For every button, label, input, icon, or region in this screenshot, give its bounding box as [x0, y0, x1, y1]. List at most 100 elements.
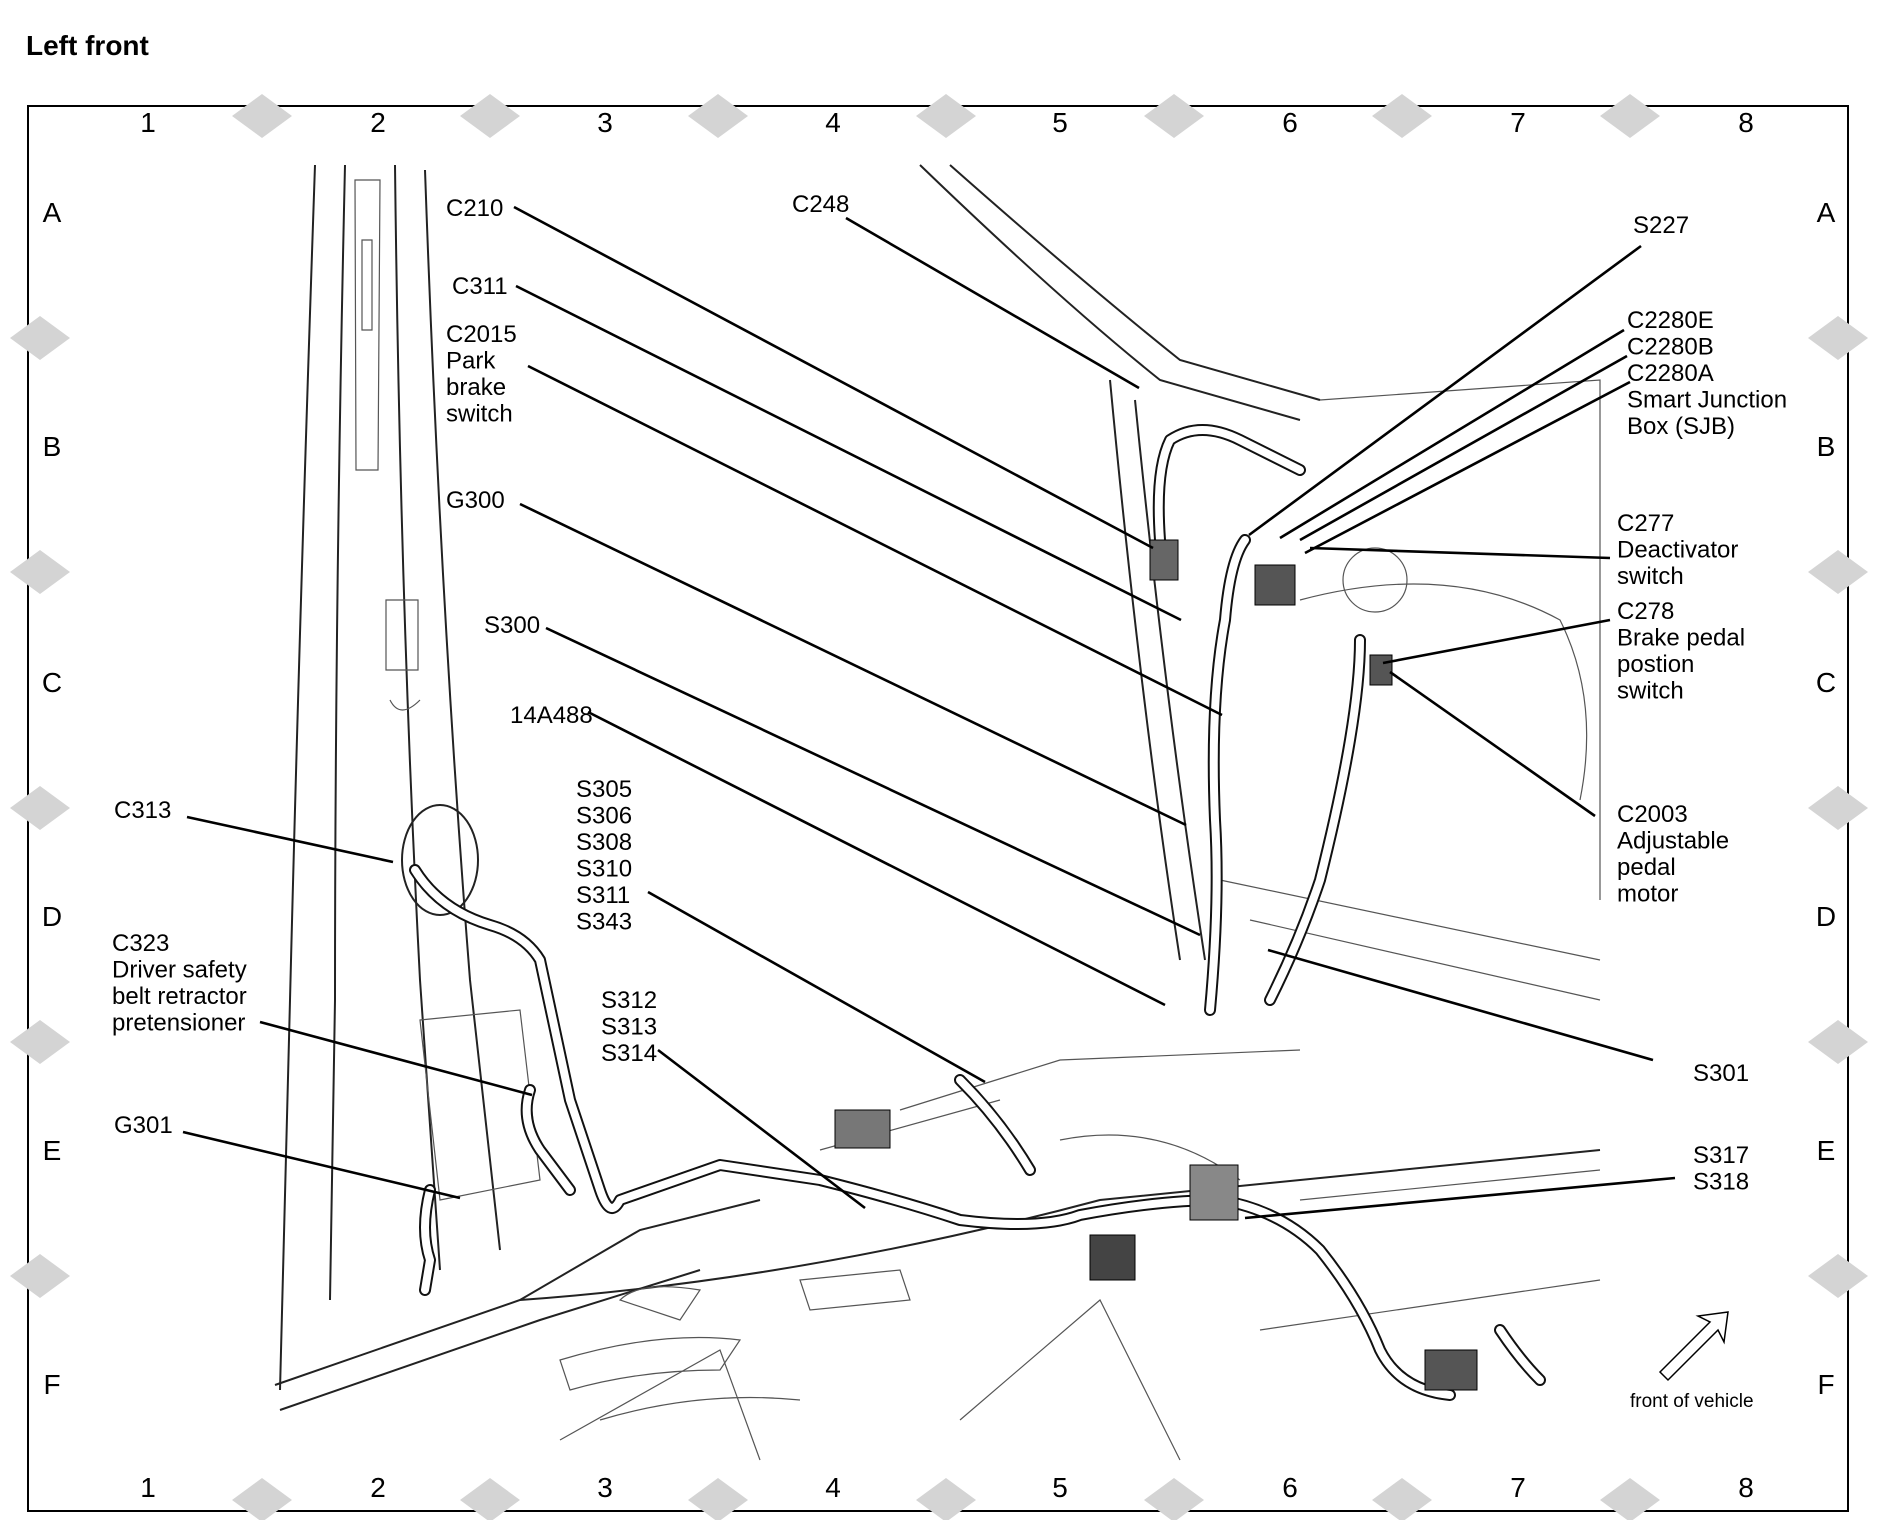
callout-line: Brake pedal: [1617, 625, 1745, 652]
orientation-note: front of vehicle: [1630, 1391, 1754, 1412]
callout-line: C2280B: [1627, 334, 1714, 361]
grid-column-label: 3: [597, 1472, 613, 1503]
grid-row-label: F: [43, 1369, 60, 1400]
callout-line: S308: [576, 829, 632, 856]
grid-row-label: E: [1817, 1135, 1836, 1166]
grid-column-label: 6: [1282, 107, 1298, 138]
connector-left: [834, 1109, 891, 1149]
callout-line: pedal: [1617, 854, 1676, 881]
grid-divider-marker: [1808, 316, 1868, 360]
grid-column-label: 1: [140, 1472, 156, 1503]
grid-divider-marker: [1144, 1478, 1204, 1520]
callout-line: Park: [446, 348, 496, 375]
callout-line: Smart Junction: [1627, 387, 1787, 414]
callout-line: S306: [576, 803, 632, 830]
grid-divider-marker: [1808, 786, 1868, 830]
callout-line: C313: [114, 797, 171, 824]
callout-line: S314: [601, 1040, 657, 1067]
grid-column-label: 7: [1510, 107, 1526, 138]
callout-line: C311: [452, 273, 508, 300]
callout-s300: S300: [484, 612, 540, 639]
callout-g300: G300: [446, 487, 505, 514]
grid-column-label: 3: [597, 107, 613, 138]
orientation-indicator: front of vehicle: [1630, 1311, 1754, 1412]
callout-line: Deactivator: [1617, 537, 1738, 564]
grid-divider-marker: [1600, 1478, 1660, 1520]
grid-divider-marker: [1144, 94, 1204, 138]
callout-s227: S227: [1633, 212, 1689, 239]
grid-divider-marker: [1808, 1254, 1868, 1298]
callout-line: Adjustable: [1617, 828, 1729, 855]
callout-c311: C311: [452, 273, 508, 300]
grid-divider-marker: [10, 1020, 70, 1064]
grid-divider-marker: [688, 1478, 748, 1520]
callout-line: G301: [114, 1112, 173, 1139]
grid-column-label: 1: [140, 107, 156, 138]
callout-s301: S301: [1693, 1060, 1749, 1087]
grid-column-label: 5: [1052, 1472, 1068, 1503]
grid-divider-marker: [10, 316, 70, 360]
grid-column-label: 4: [825, 1472, 841, 1503]
callout-line: S300: [484, 612, 540, 639]
grid-divider-marker: [232, 94, 292, 138]
connector-tunnel: [1089, 1234, 1136, 1281]
grid-row-label: D: [42, 901, 62, 932]
callout-g301: G301: [114, 1112, 173, 1139]
callout-line: S317: [1693, 1142, 1749, 1169]
grid-column-label: 8: [1738, 107, 1754, 138]
callout-line: switch: [1617, 563, 1684, 590]
callout-line: S305: [576, 776, 632, 803]
callout-line: C2003: [1617, 801, 1688, 828]
grid-row-label: B: [43, 431, 62, 462]
callout-line: switch: [446, 401, 513, 428]
grid-column-label: 6: [1282, 1472, 1298, 1503]
callout-line: belt retractor: [112, 983, 247, 1010]
wiring-harness: [409, 424, 1546, 1401]
grid-row-label: B: [1817, 431, 1836, 462]
grid-row-label: C: [1816, 667, 1836, 698]
callout-line: C210: [446, 195, 503, 222]
grid-column-label: 7: [1510, 1472, 1526, 1503]
grid-divider-marker: [1372, 1478, 1432, 1520]
grid-divider-marker: [916, 1478, 976, 1520]
grid-markers: [10, 94, 1868, 1520]
callout-line: S343: [576, 909, 632, 936]
connector-c210: [1149, 539, 1179, 581]
connector-sjb: [1254, 564, 1296, 606]
callout-line: C323: [112, 930, 169, 957]
callout-c210: C210: [446, 195, 503, 222]
callout-line: C278: [1617, 598, 1674, 625]
callout-line: C277: [1617, 510, 1674, 537]
grid-row-label: C: [42, 667, 62, 698]
grid-divider-marker: [232, 1478, 292, 1520]
callout-line: pretensioner: [112, 1010, 245, 1037]
grid-column-label: 4: [825, 107, 841, 138]
connector-center: [1189, 1164, 1239, 1221]
callout-line: C248: [792, 191, 849, 218]
grid-divider-marker: [1808, 1020, 1868, 1064]
grid-divider-marker: [460, 94, 520, 138]
grid-row-label: E: [43, 1135, 62, 1166]
callout-line: Driver safety: [112, 957, 247, 984]
grid-column-label: 2: [370, 1472, 386, 1503]
grid-divider-marker: [10, 786, 70, 830]
grid-divider-marker: [460, 1478, 520, 1520]
leader-lines: [182, 205, 1676, 1220]
grid-row-label: F: [1817, 1369, 1834, 1400]
callout-line: C2280A: [1627, 360, 1714, 387]
callout-line: C2015: [446, 321, 517, 348]
grid-column-label: 8: [1738, 1472, 1754, 1503]
grid-row-label: A: [43, 197, 62, 228]
grid-divider-marker: [1600, 94, 1660, 138]
connectors: [834, 539, 1478, 1391]
page-title: Left front: [26, 30, 149, 61]
